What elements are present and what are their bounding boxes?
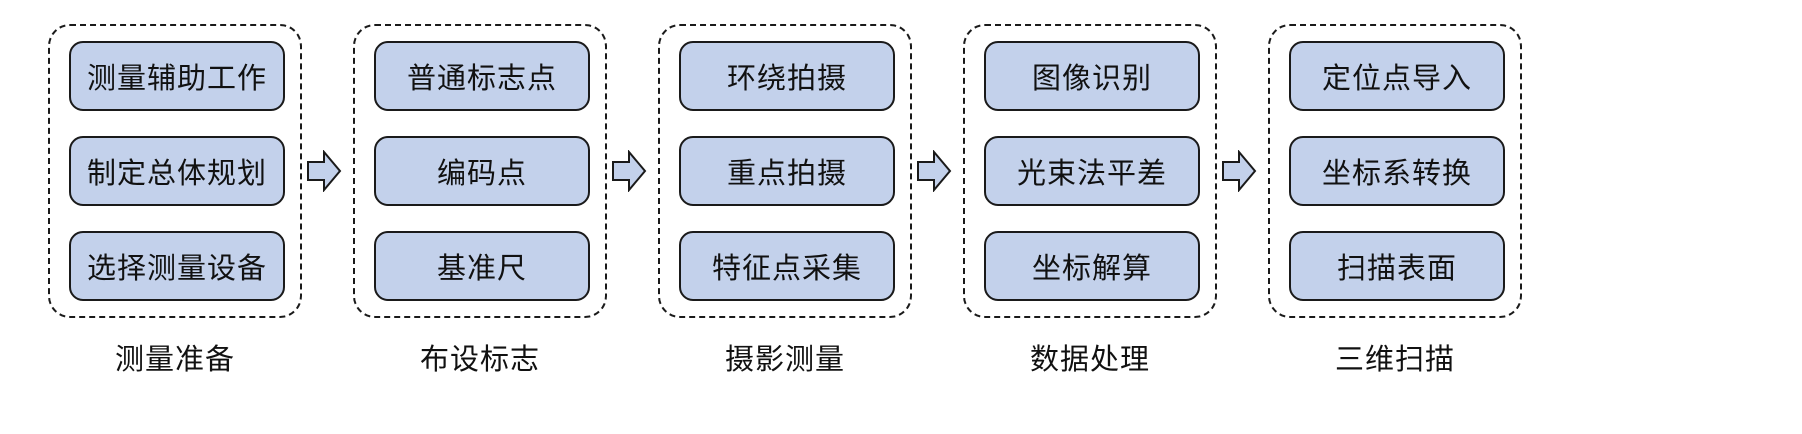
- step-box: 编码点: [374, 136, 590, 206]
- stage-label-2: 布设标志: [419, 342, 540, 376]
- step-box: 基准尺: [374, 231, 590, 301]
- step-box: 制定总体规划: [69, 136, 285, 206]
- stage-group-1: 测量辅助工作 制定总体规划 选择测量设备: [48, 24, 302, 318]
- step-box: 选择测量设备: [69, 231, 285, 301]
- step-box: 光束法平差: [984, 136, 1200, 206]
- process-flow-diagram: 测量辅助工作 制定总体规划 选择测量设备 测量准备 普通标志点 编码点 基准尺 …: [48, 24, 1568, 404]
- right-arrow-icon: [917, 150, 952, 192]
- right-arrow-icon: [612, 150, 647, 192]
- step-box: 图像识别: [984, 41, 1200, 111]
- step-box: 测量辅助工作: [69, 41, 285, 111]
- right-arrow-icon: [307, 150, 342, 192]
- stage-group-2: 普通标志点 编码点 基准尺: [353, 24, 607, 318]
- step-box: 坐标解算: [984, 231, 1200, 301]
- right-arrow-icon: [1222, 150, 1257, 192]
- step-box: 扫描表面: [1289, 231, 1505, 301]
- stage-group-3: 环绕拍摄 重点拍摄 特征点采集: [658, 24, 912, 318]
- stage-group-5: 定位点导入 坐标系转换 扫描表面: [1268, 24, 1522, 318]
- step-box: 定位点导入: [1289, 41, 1505, 111]
- step-box: 重点拍摄: [679, 136, 895, 206]
- stage-group-4: 图像识别 光束法平差 坐标解算: [963, 24, 1217, 318]
- stage-label-5: 三维扫描: [1334, 342, 1455, 376]
- step-box: 环绕拍摄: [679, 41, 895, 111]
- step-box: 坐标系转换: [1289, 136, 1505, 206]
- stage-label-1: 测量准备: [114, 342, 235, 376]
- step-box: 普通标志点: [374, 41, 590, 111]
- stage-label-3: 摄影测量: [724, 342, 845, 376]
- stage-label-4: 数据处理: [1029, 342, 1150, 376]
- step-box: 特征点采集: [679, 231, 895, 301]
